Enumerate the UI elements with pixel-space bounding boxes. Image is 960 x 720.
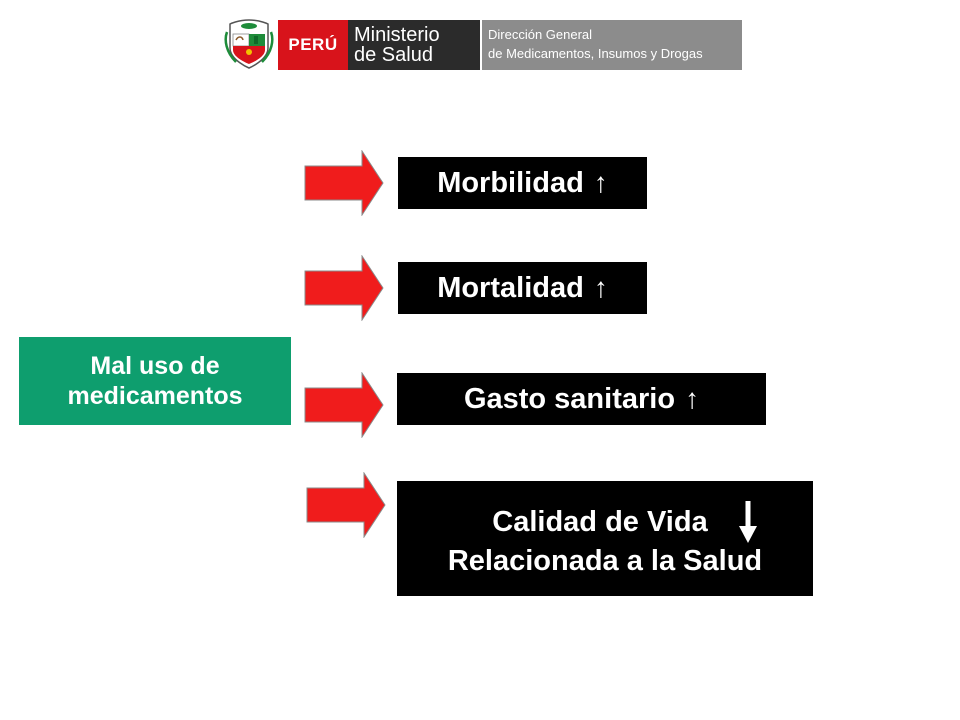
effect-box-gasto-sanitario: Gasto sanitario ↑ [397,373,766,425]
source-line-2: medicamentos [67,382,243,410]
right-arrow-icon [304,150,384,216]
effect-label-line-2: Relacionada a la Salud [447,544,763,577]
effect-row-1: Calidad de Vida [492,500,757,544]
effect-label: Gasto sanitario [463,382,676,415]
ministry-label: Ministerio de Salud [348,20,480,70]
coat-of-arms-icon [224,19,274,69]
effect-label-line-1: Calidad de Vida [492,505,708,538]
ministry-line-1: Ministerio [354,24,440,46]
direction-line-1: Dirección General [488,27,593,42]
source-line-1: Mal uso de [90,352,220,380]
header-banner: PERÚ Ministerio de Salud Dirección Gener… [224,18,742,70]
effect-label: Morbilidad [437,166,584,199]
down-arrow-icon [738,500,757,543]
right-arrow-icon [304,255,384,321]
up-arrow-icon: ↑ [593,272,608,303]
peru-label: PERÚ [278,20,348,70]
effect-box-morbilidad: Morbilidad ↑ [398,157,647,209]
direction-label: Dirección General de Medicamentos, Insum… [482,20,742,70]
effect-label: Mortalidad [437,271,584,304]
effect-box-mortalidad: Mortalidad ↑ [398,262,647,314]
right-arrow-icon [304,372,384,438]
source-box-mal-uso: Mal uso de medicamentos [19,337,291,425]
up-arrow-icon: ↑ [593,167,608,198]
direction-line-2: de Medicamentos, Insumos y Drogas [488,46,703,61]
effect-box-calidad-de-vida: Calidad de Vida Relacionada a la Salud [397,481,813,596]
ministry-line-2: de Salud [354,44,433,66]
right-arrow-icon [306,472,386,538]
up-arrow-icon: ↑ [685,383,700,414]
